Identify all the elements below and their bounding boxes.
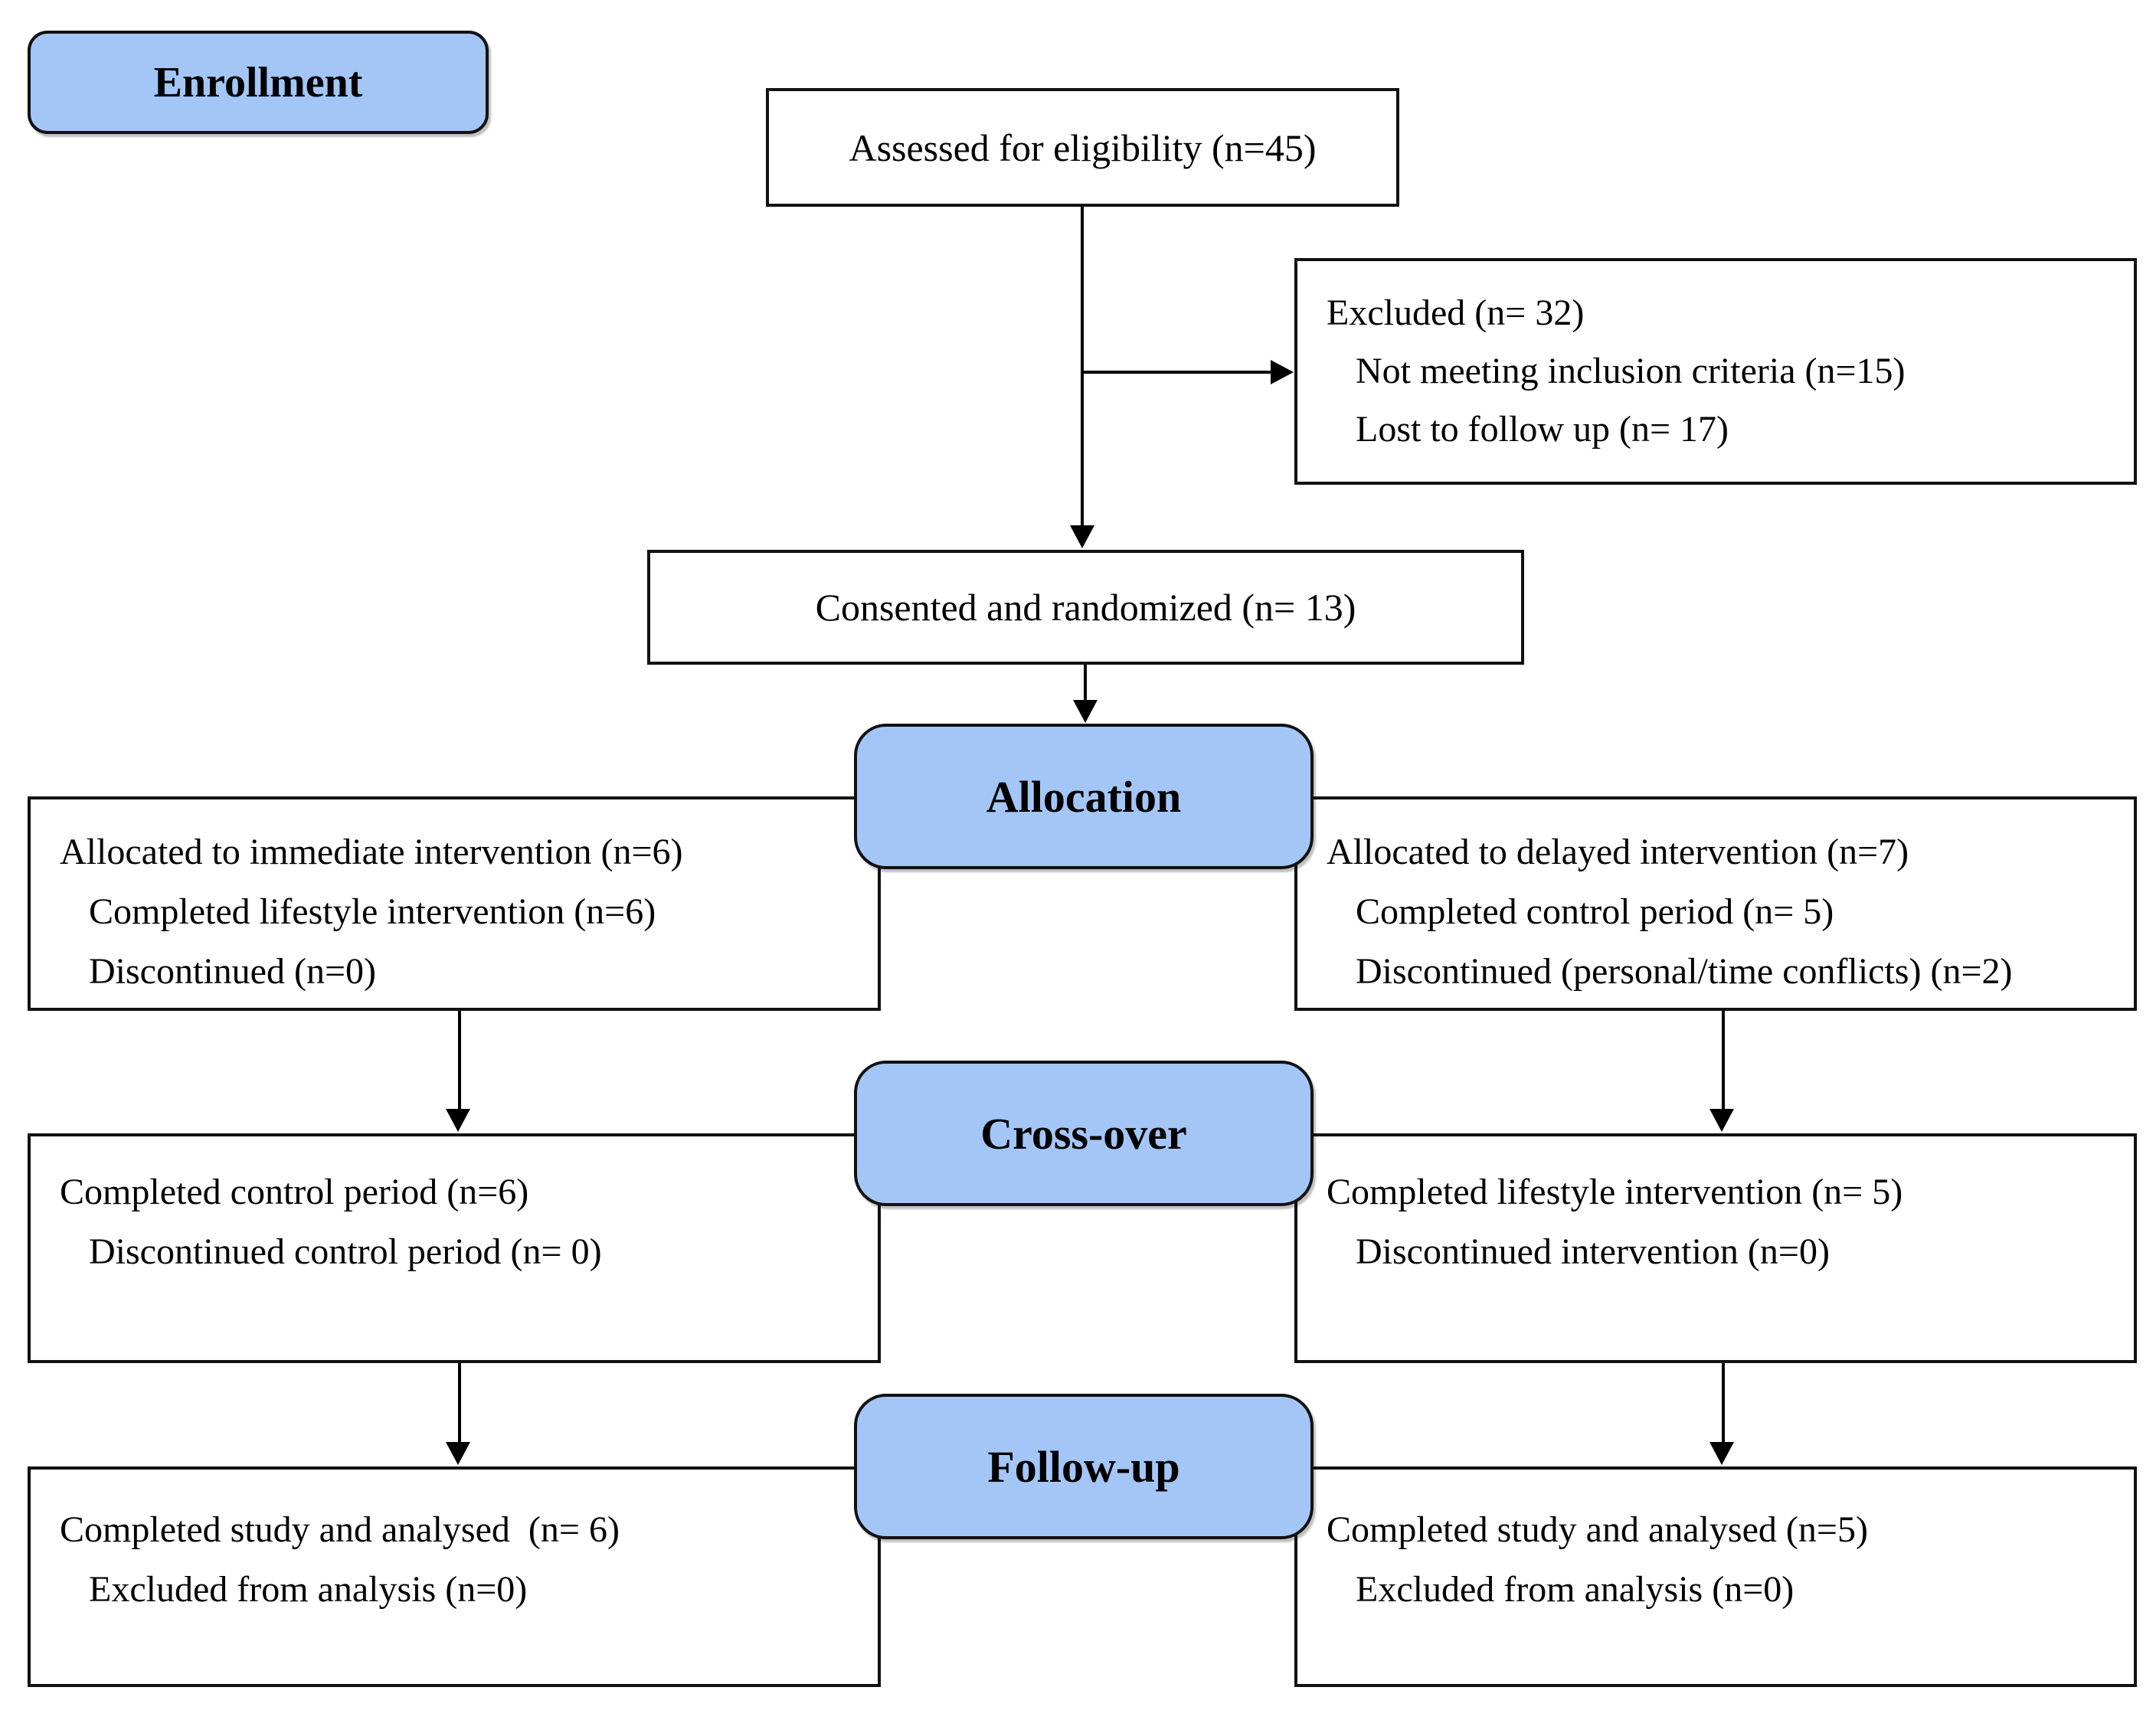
followup-left-box-lines: Completed study and analysed (n= 6) Excl… [31, 1500, 878, 1620]
allocation-right-box-lines: Allocated to delayed intervention (n=7) … [1297, 822, 2134, 1002]
box-line: Not meeting inclusion criteria (n=15) [1356, 351, 1906, 391]
followup-right-box: Completed study and analysed (n=5) Exclu… [1294, 1466, 2137, 1687]
box-line: Completed study and analysed (n= 6) [60, 1509, 620, 1550]
arrow-down-icon [1070, 525, 1094, 548]
box-line: Lost to follow up (n= 17) [1356, 409, 1729, 450]
followup-right-box-lines: Completed study and analysed (n=5) Exclu… [1297, 1500, 2134, 1620]
box-line: Completed control period (n=6) [60, 1172, 529, 1212]
consented-box-text: Consented and randomized (n= 13) [815, 586, 1356, 629]
box-line: Completed lifestyle intervention (n= 5) [1327, 1172, 1903, 1212]
connector-line [1084, 665, 1087, 701]
box-line: Completed lifestyle intervention (n=6) [89, 891, 656, 932]
box-line: Discontinued (personal/time conflicts) (… [1356, 951, 2013, 992]
arrow-down-icon [1709, 1109, 1734, 1132]
box-line: Excluded (n= 32) [1327, 293, 1585, 333]
box-line: Excluded from analysis (n=0) [1356, 1569, 1794, 1610]
connector-line [1081, 207, 1084, 525]
excluded-box: Excluded (n= 32) Not meeting inclusion c… [1294, 258, 2137, 485]
box-line: Discontinued control period (n= 0) [89, 1231, 602, 1272]
enrollment-stage-label: Enrollment [153, 58, 363, 106]
box-line: Completed study and analysed (n=5) [1327, 1509, 1868, 1550]
allocation-right-box: Allocated to delayed intervention (n=7) … [1294, 796, 2137, 1011]
arrow-down-icon [1073, 700, 1098, 723]
box-line: Allocated to delayed intervention (n=7) [1327, 832, 1909, 872]
connector-line [458, 1363, 461, 1444]
arrow-right-icon [1271, 360, 1294, 384]
followup-stage-label: Follow-up [987, 1441, 1180, 1492]
allocation-left-box: Allocated to immediate intervention (n=6… [28, 796, 881, 1011]
assessed-box-text: Assessed for eligibility (n=45) [849, 126, 1317, 169]
consented-box: Consented and randomized (n= 13) [647, 550, 1524, 665]
followup-left-box: Completed study and analysed (n= 6) Excl… [28, 1466, 881, 1687]
box-line: Excluded from analysis (n=0) [89, 1569, 528, 1610]
crossover-stage-label: Cross-over [980, 1108, 1187, 1159]
box-line: Discontinued (n=0) [89, 951, 376, 992]
connector-line [1722, 1011, 1725, 1110]
crossover-stage-pill: Cross-over [854, 1061, 1314, 1206]
crossover-right-box-lines: Completed lifestyle intervention (n= 5) … [1297, 1162, 2134, 1282]
box-line: Completed control period (n= 5) [1356, 891, 1834, 932]
crossover-right-box: Completed lifestyle intervention (n= 5) … [1294, 1133, 2137, 1363]
assessed-box: Assessed for eligibility (n=45) [766, 88, 1399, 207]
crossover-left-box-lines: Completed control period (n=6) Discontin… [31, 1162, 878, 1282]
connector-line [1081, 371, 1272, 374]
followup-stage-pill: Follow-up [854, 1394, 1314, 1539]
connector-line [1722, 1363, 1725, 1444]
allocation-left-box-lines: Allocated to immediate intervention (n=6… [31, 822, 878, 1002]
connector-line [458, 1011, 461, 1110]
allocation-stage-pill: Allocation [854, 724, 1314, 869]
excluded-box-lines: Excluded (n= 32) Not meeting inclusion c… [1297, 284, 2134, 459]
arrow-down-icon [446, 1109, 470, 1132]
box-line: Discontinued intervention (n=0) [1356, 1231, 1830, 1272]
box-line: Allocated to immediate intervention (n=6… [60, 832, 683, 872]
crossover-left-box: Completed control period (n=6) Discontin… [28, 1133, 881, 1363]
arrow-down-icon [446, 1442, 470, 1465]
enrollment-stage-pill: Enrollment [28, 31, 489, 134]
allocation-stage-label: Allocation [986, 771, 1182, 822]
arrow-down-icon [1709, 1442, 1734, 1465]
